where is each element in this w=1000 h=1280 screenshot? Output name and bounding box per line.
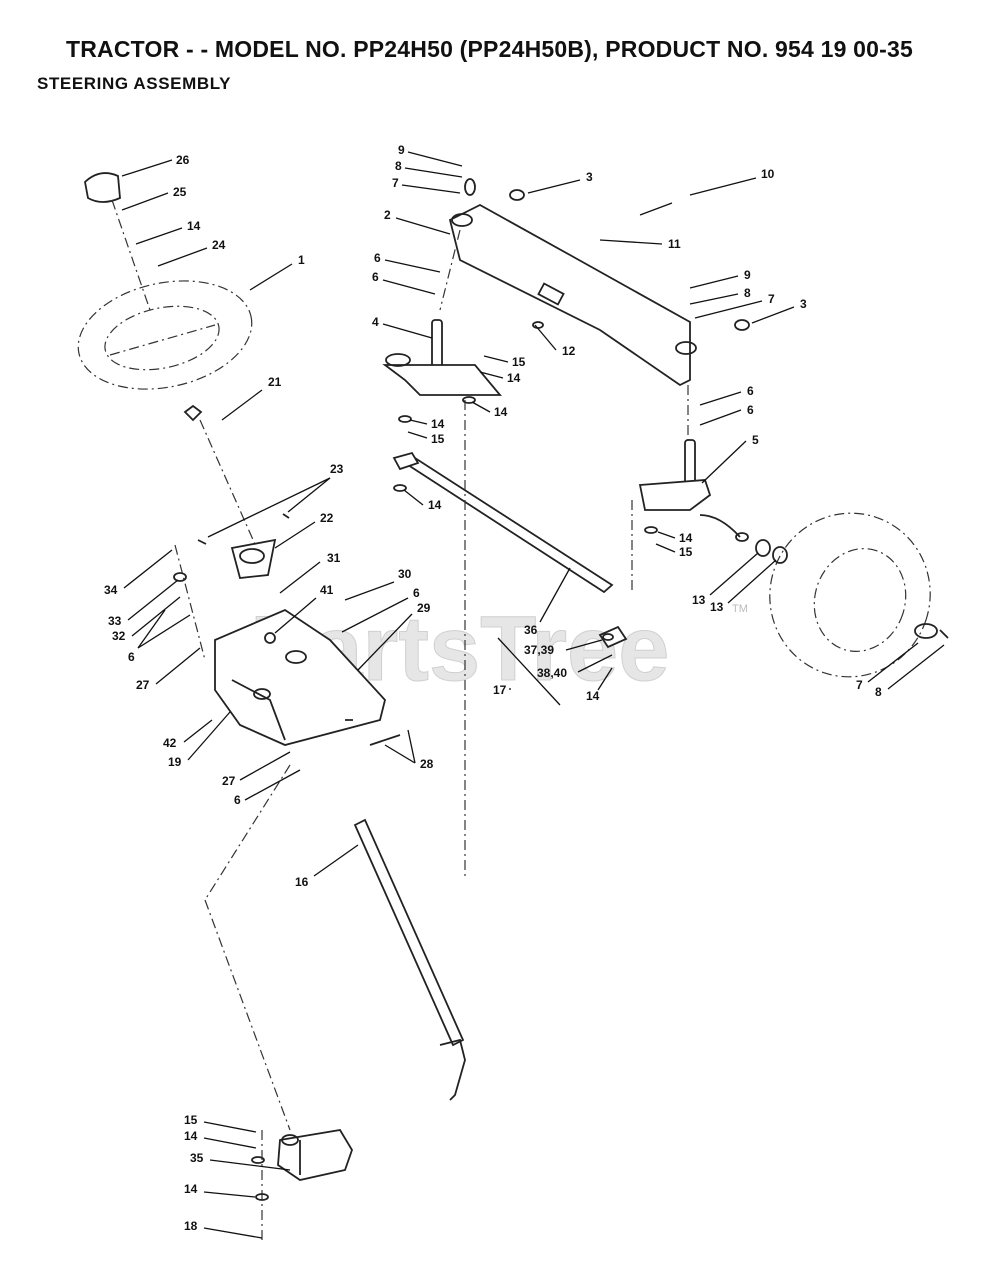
callout-5: 5 <box>752 433 759 447</box>
callout-6: 6 <box>747 403 754 417</box>
callout-14: 14 <box>187 219 201 233</box>
callout-3: 3 <box>586 170 593 184</box>
callout-38-40: 38,40 <box>537 666 567 680</box>
callout-26: 26 <box>176 153 190 167</box>
callout-14: 14 <box>494 405 508 419</box>
callout-14: 14 <box>184 1182 198 1196</box>
steering-adapter <box>183 404 203 422</box>
callout-9: 9 <box>744 268 751 282</box>
callout-37-39: 37,39 <box>524 643 554 657</box>
callout-2: 2 <box>384 208 391 222</box>
callout-6: 6 <box>372 270 379 284</box>
callout-7: 7 <box>768 292 775 306</box>
sector-gear <box>277 1129 353 1181</box>
callout-14: 14 <box>507 371 521 385</box>
callout-14: 14 <box>431 417 445 431</box>
callout-11: 11 <box>668 237 681 251</box>
shaft-centerline <box>204 764 291 901</box>
callout-30: 30 <box>398 567 412 581</box>
callout-4: 4 <box>372 315 379 329</box>
callout-6: 6 <box>413 586 420 600</box>
callout-9: 9 <box>398 143 405 157</box>
callout-12: 12 <box>562 344 576 358</box>
callout-13: 13 <box>692 593 706 607</box>
callout-7: 7 <box>856 678 863 692</box>
callout-13: 13 <box>710 600 724 614</box>
section-subtitle: STEERING ASSEMBLY <box>37 74 232 93</box>
watermark-trademark: TM <box>732 603 748 615</box>
callout-15: 15 <box>184 1113 198 1127</box>
callout-15: 15 <box>679 545 693 559</box>
cap-centerline <box>111 199 151 311</box>
front-tire <box>755 512 949 678</box>
callout-28: 28 <box>420 757 434 771</box>
callout-8: 8 <box>744 286 751 300</box>
callout-15: 15 <box>431 432 445 446</box>
callout-27: 27 <box>136 678 150 692</box>
callout-1: 1 <box>298 253 305 267</box>
callout-14: 14 <box>679 531 693 545</box>
callout-24: 24 <box>212 238 226 252</box>
callout-19: 19 <box>168 755 182 769</box>
callout-21: 21 <box>268 375 282 389</box>
wheel-centerline <box>199 419 263 561</box>
callout-8: 8 <box>875 685 882 699</box>
callout-16: 16 <box>295 875 309 889</box>
callout-32: 32 <box>112 629 126 643</box>
callout-15: 15 <box>512 355 526 369</box>
callout-8: 8 <box>395 159 402 173</box>
page-title: TRACTOR - - MODEL NO. PP24H50 (PP24H50B)… <box>66 36 913 62</box>
steering-cap <box>84 172 121 203</box>
steering-shaft <box>353 818 466 1101</box>
callout-41: 41 <box>320 583 334 597</box>
callout-33: 33 <box>108 614 122 628</box>
callout-25: 25 <box>173 185 187 199</box>
callout-17: 17 <box>493 683 507 697</box>
callout-3: 3 <box>800 297 807 311</box>
bracket-centerline <box>174 544 206 661</box>
callout-29: 29 <box>417 601 431 615</box>
callout-6: 6 <box>128 650 135 664</box>
steering-support-bracket <box>197 513 401 746</box>
callout-23: 23 <box>330 462 344 476</box>
hardware <box>173 178 750 1201</box>
callout-31: 31 <box>327 551 341 565</box>
callout-14: 14 <box>586 689 600 703</box>
callout-14: 14 <box>184 1129 198 1143</box>
callout-7: 7 <box>392 176 399 190</box>
callout-14: 14 <box>428 498 442 512</box>
axle-left-centerline <box>439 229 461 311</box>
callout-36: 36 <box>524 623 538 637</box>
steering-wheel <box>77 280 253 390</box>
front-axle <box>448 203 697 387</box>
callout-10: 10 <box>761 167 775 181</box>
callout-6: 6 <box>234 793 241 807</box>
callouts: 26 25 14 24 1 21 23 22 31 34 33 32 6 27 … <box>104 143 945 1239</box>
callout-27: 27 <box>222 774 236 788</box>
callout-6: 6 <box>374 251 381 265</box>
callout-34: 34 <box>104 583 118 597</box>
callout-35: 35 <box>190 1151 204 1165</box>
spindle-right <box>638 439 749 542</box>
callout-22: 22 <box>320 511 334 525</box>
spindle-left <box>382 319 502 396</box>
callout-42: 42 <box>163 736 177 750</box>
callout-18: 18 <box>184 1219 198 1233</box>
callout-6: 6 <box>747 384 754 398</box>
shaft-centerline-lower <box>204 899 291 1131</box>
